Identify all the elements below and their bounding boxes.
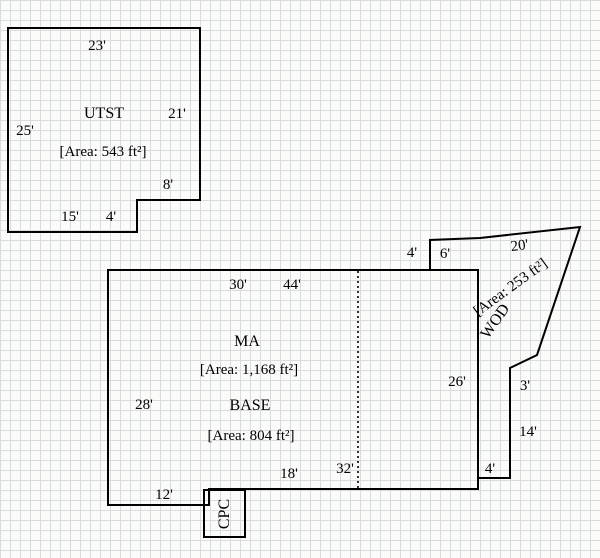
base-name-label: BASE [230, 397, 271, 414]
utst-dim-bottom: 15' [61, 209, 79, 225]
utst-dim-notch-h: 4' [106, 209, 117, 225]
utst-dim-left: 25' [16, 123, 34, 139]
base-area-label: [Area: 804 ft²] [208, 428, 295, 444]
utst-dim-right: 21' [168, 106, 186, 122]
ma-dim-top: 44' [283, 277, 301, 293]
wod-dim-jog: 3' [520, 378, 531, 394]
utst-outline [7, 27, 201, 233]
ma-dim-left: 28' [135, 397, 153, 413]
wod-outline [429, 225, 582, 479]
wod-dim-right-v: 14' [519, 424, 537, 440]
ma-dim-bottom: 32' [336, 461, 354, 477]
ma-dim-bottom-inner: 18' [280, 466, 298, 482]
wod-dim-top-slant: 20' [510, 237, 530, 255]
ma-dim-top-left: 30' [229, 277, 247, 293]
wod-dim-bottom-h: 4' [485, 461, 496, 477]
wod-dim-top-h: 6' [440, 246, 451, 262]
ma-area-label: [Area: 1,168 ft²] [200, 362, 298, 378]
ma-dim-right: 26' [448, 374, 466, 390]
wod-dim-left-v: 4' [407, 245, 418, 261]
utst-dim-notch-w: 8' [163, 177, 174, 193]
cpc-name-label: CPC [216, 499, 233, 529]
cpc-outline [203, 489, 246, 538]
ma-dim-bump: 12' [155, 487, 173, 503]
ma-name-label: MA [234, 333, 260, 350]
utst-area-label: [Area: 543 ft²] [60, 144, 147, 160]
utst-dim-top: 23' [88, 38, 106, 54]
utst-name-label: UTST [84, 105, 124, 122]
